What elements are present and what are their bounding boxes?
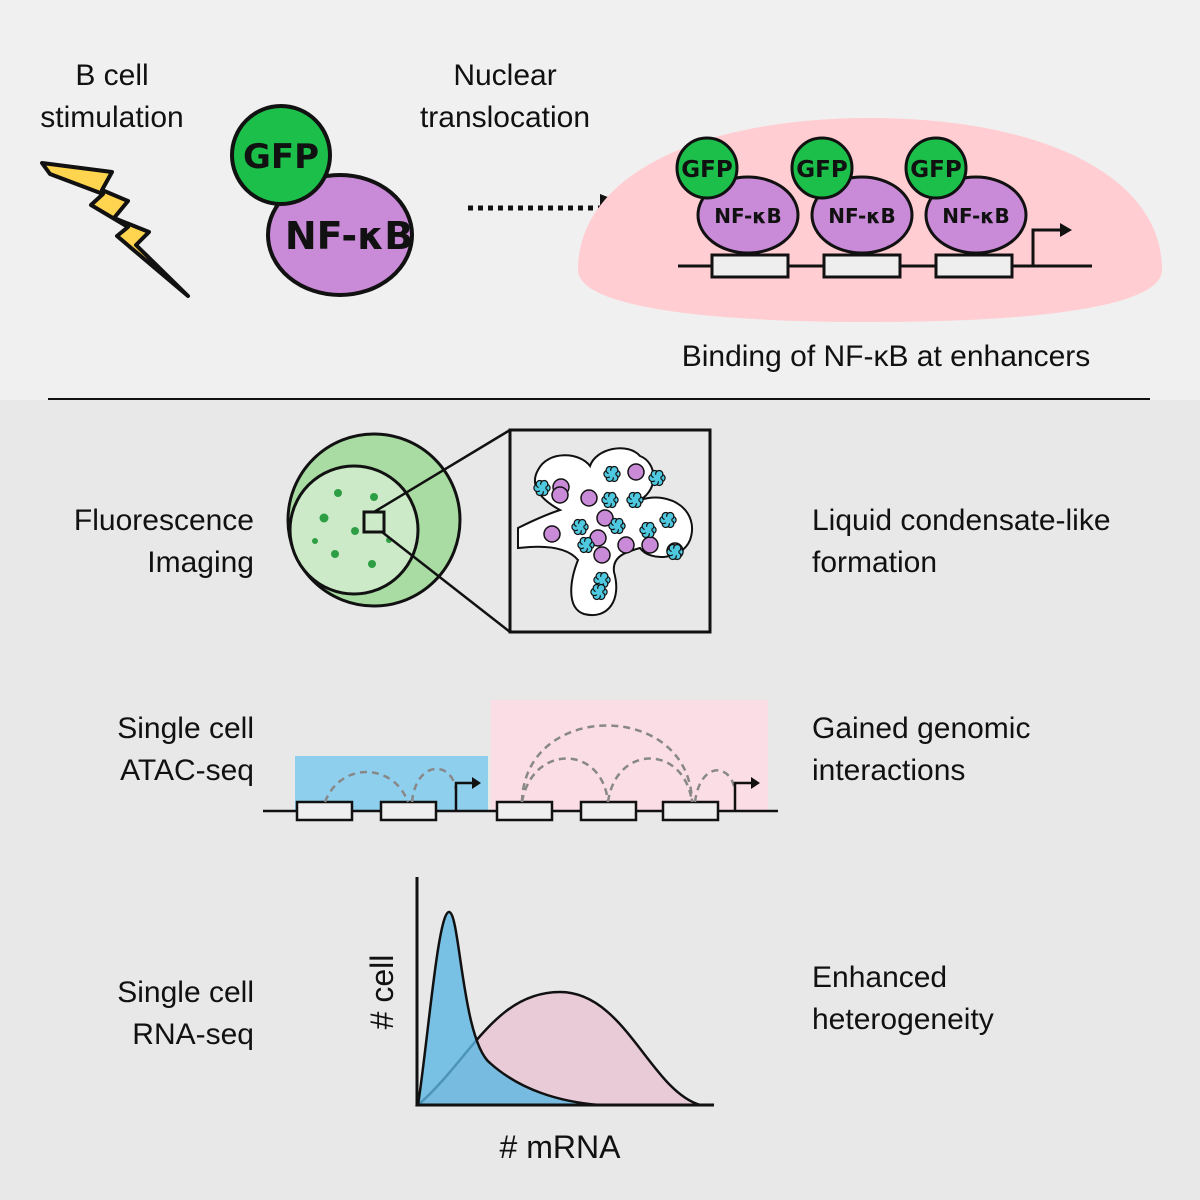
bound-gfp-3 [904,136,968,200]
enhancer-box-2 [822,253,902,279]
atac-peak-box [295,800,354,822]
cofactor-particle [577,536,595,554]
binding-caption: Binding of NF-κB at enhancers [682,340,1091,373]
stimulation-label-line1: B cell [75,59,148,92]
zoom-line-bottom [381,531,511,633]
gfp-label: GFP [243,137,319,177]
punctum [368,560,376,568]
translocation-label-line2: translocation [420,101,590,134]
bound-gfp-1 [675,136,739,200]
atac-method-line1: Single cell [117,712,254,745]
imaging-result-line2: formation [812,546,937,579]
interaction-arc [520,724,694,803]
cofactor-particle [601,491,619,509]
bound-nfkb-3 [924,175,1028,255]
atac-tss-arrow-head-icon [472,777,481,789]
imaging-result-line1: Liquid condensate-like [812,504,1111,537]
cofactor-particle [571,518,589,536]
cofactor-particle [626,491,644,509]
imaging-method-line2: Imaging [147,546,254,579]
nfkb-particle [641,536,659,554]
interaction-arc [323,770,410,803]
nfkb-label: NF-κB [285,214,413,258]
rna-method-line2: RNA-seq [132,1018,254,1051]
bound-nfkb-label-3: NF-κB [942,204,1010,228]
chromatin-interaction-arcs [323,724,737,803]
translocation-label-line1: Nuclear [453,59,556,92]
plot-y-label: # cell [364,955,400,1030]
punctum [319,513,329,523]
atac-peak-box [661,800,720,822]
bound-nfkb-label-1: NF-κB [714,204,782,228]
bound-gfp-label-1: GFP [681,157,732,183]
nfkb-particle [551,486,569,504]
bound-complex-3: NF-κB GFP [904,136,1028,255]
enhancer-box-3 [934,253,1014,279]
bound-complex-1: NF-κB GFP [675,136,800,255]
atac-method-line2: ATAC-seq [120,754,254,787]
atac-tss-arrow-2 [733,781,753,811]
atac-peak-box [579,800,638,822]
bound-gfp-2 [790,136,854,200]
bound-nfkb-label-2: NF-κB [828,204,896,228]
nfkb-particle [543,525,561,543]
bound-gfp-label-2: GFP [796,157,847,183]
punctum [370,493,378,501]
zoom-line-top [373,428,511,514]
gfp-protein [230,104,332,206]
atac-tss-arrow-head-icon [751,777,760,789]
cofactor-particle [603,465,621,483]
interaction-arc [410,767,458,803]
punctum [351,527,359,535]
bound-nfkb-1 [696,175,800,255]
rna-result-line2: heterogeneity [812,1003,994,1036]
plot-x-label: # mRNA [500,1129,622,1165]
lightning-bolt-icon [40,161,190,298]
nfkb-particle [580,489,598,507]
interaction-arc [693,769,737,803]
enhancer-box-1 [710,253,790,279]
atac-tss-arrow-1 [454,781,474,811]
tss-arrow-head-icon [1060,223,1072,237]
punctum [312,538,318,544]
tss-arrow [1031,228,1062,266]
imaging-method-line1: Fluorescence [74,504,254,537]
interaction-arc [606,757,694,803]
bound-complex-2: NF-κB GFP [790,136,914,255]
cofactor-particle [590,583,608,601]
cofactor-particle [608,517,626,535]
cofactor-particle [666,543,684,561]
nfkb-particle [617,536,635,554]
condensate-particles [533,463,684,601]
atac-result-line1: Gained genomic [812,712,1030,745]
nfkb-particle [627,463,645,481]
punctum [334,489,342,497]
bound-nfkb-2 [810,175,914,255]
cofactor-particle [659,511,677,529]
stimulation-label-line2: stimulation [40,101,183,134]
stimulated-region-highlight [491,700,768,811]
atac-peak-box [495,800,554,822]
punctum [331,550,339,558]
cofactor-particle [533,479,551,497]
cofactor-particle [639,521,657,539]
nfkb-particle [596,509,614,527]
nfkb-particle [593,546,611,564]
rna-method-line1: Single cell [117,976,254,1009]
rna-result-line1: Enhanced [812,961,947,994]
baseline-distribution-curve [416,910,601,1107]
cofactor-particle [648,469,666,487]
bound-gfp-label-3: GFP [910,157,961,183]
nfkb-protein [266,173,414,297]
nuclear-puncta [312,489,392,568]
atac-peak-box [379,800,438,822]
atac-result-line2: interactions [812,754,965,787]
